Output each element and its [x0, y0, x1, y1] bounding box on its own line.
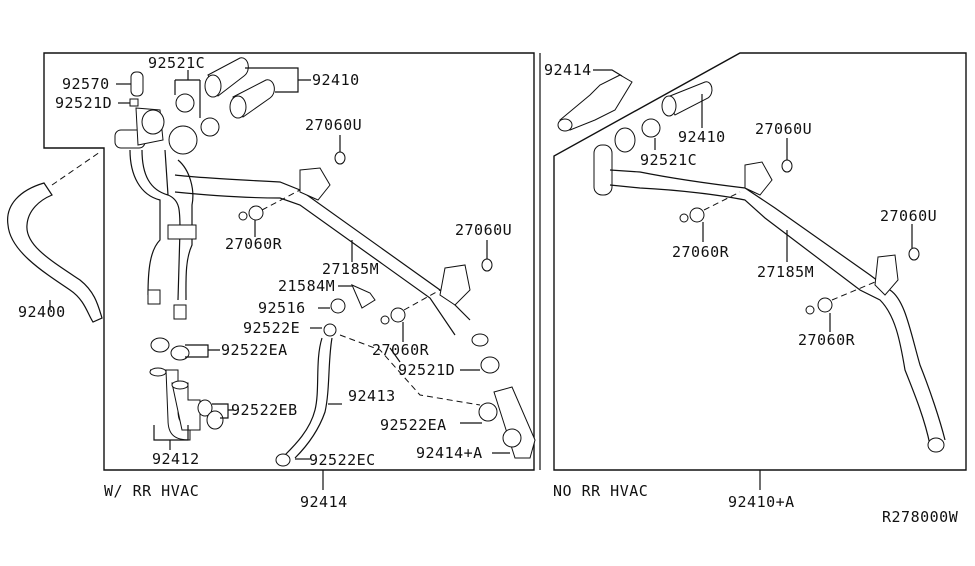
part-label-92521d: 92521D — [398, 361, 456, 379]
part-label-92522ea: 92522EA — [221, 341, 288, 359]
part-label-92570: 92570 — [62, 75, 110, 93]
part-label-27185m: 27185M — [757, 263, 815, 281]
part-label-92414-a: 92414+A — [416, 444, 483, 462]
part-label-27060r: 27060R — [798, 331, 856, 349]
part-label-27060u: 27060U — [305, 116, 363, 134]
section-frame-no-rr-hvac — [553, 52, 967, 471]
hose-92400 — [7, 182, 103, 323]
part-label-92522eb: 92522EB — [231, 401, 298, 419]
section-caption-rr-hvac: W/ RR HVAC — [104, 482, 200, 500]
part-label-92522ea: 92522EA — [380, 416, 447, 434]
part-label-27060u: 27060U — [880, 207, 938, 225]
part-label-92522ec: 92522EC — [309, 451, 376, 469]
part-label-27060r: 27060R — [372, 341, 430, 359]
assembly-label-92410-a: 92410+A — [728, 493, 795, 511]
part-label-92410: 92410 — [312, 71, 360, 89]
part-label-92414: 92414 — [544, 61, 592, 79]
assembly-label-92414: 92414 — [300, 493, 348, 511]
part-label-27185m: 27185M — [322, 260, 380, 278]
part-label-92413: 92413 — [348, 387, 396, 405]
part-label-92400: 92400 — [18, 303, 66, 321]
part-label-92522e: 92522E — [243, 319, 301, 337]
part-label-21584m: 21584M — [278, 277, 336, 295]
part-label-27060u: 27060U — [755, 120, 813, 138]
part-label-92516: 92516 — [258, 299, 306, 317]
part-label-27060r: 27060R — [225, 235, 283, 253]
diagram-reference-code: R278000W — [882, 508, 959, 526]
section-frame-rr-hvac — [43, 52, 535, 471]
section-caption-no-rr-hvac: NO RR HVAC — [553, 482, 649, 500]
part-label-92521c: 92521C — [640, 151, 698, 169]
part-label-92412: 92412 — [152, 450, 200, 468]
part-label-92521d: 92521D — [55, 94, 113, 112]
part-label-92410: 92410 — [678, 128, 726, 146]
part-label-27060r: 27060R — [672, 243, 730, 261]
part-label-27060u: 27060U — [455, 221, 513, 239]
part-label-92521c: 92521C — [148, 54, 206, 72]
